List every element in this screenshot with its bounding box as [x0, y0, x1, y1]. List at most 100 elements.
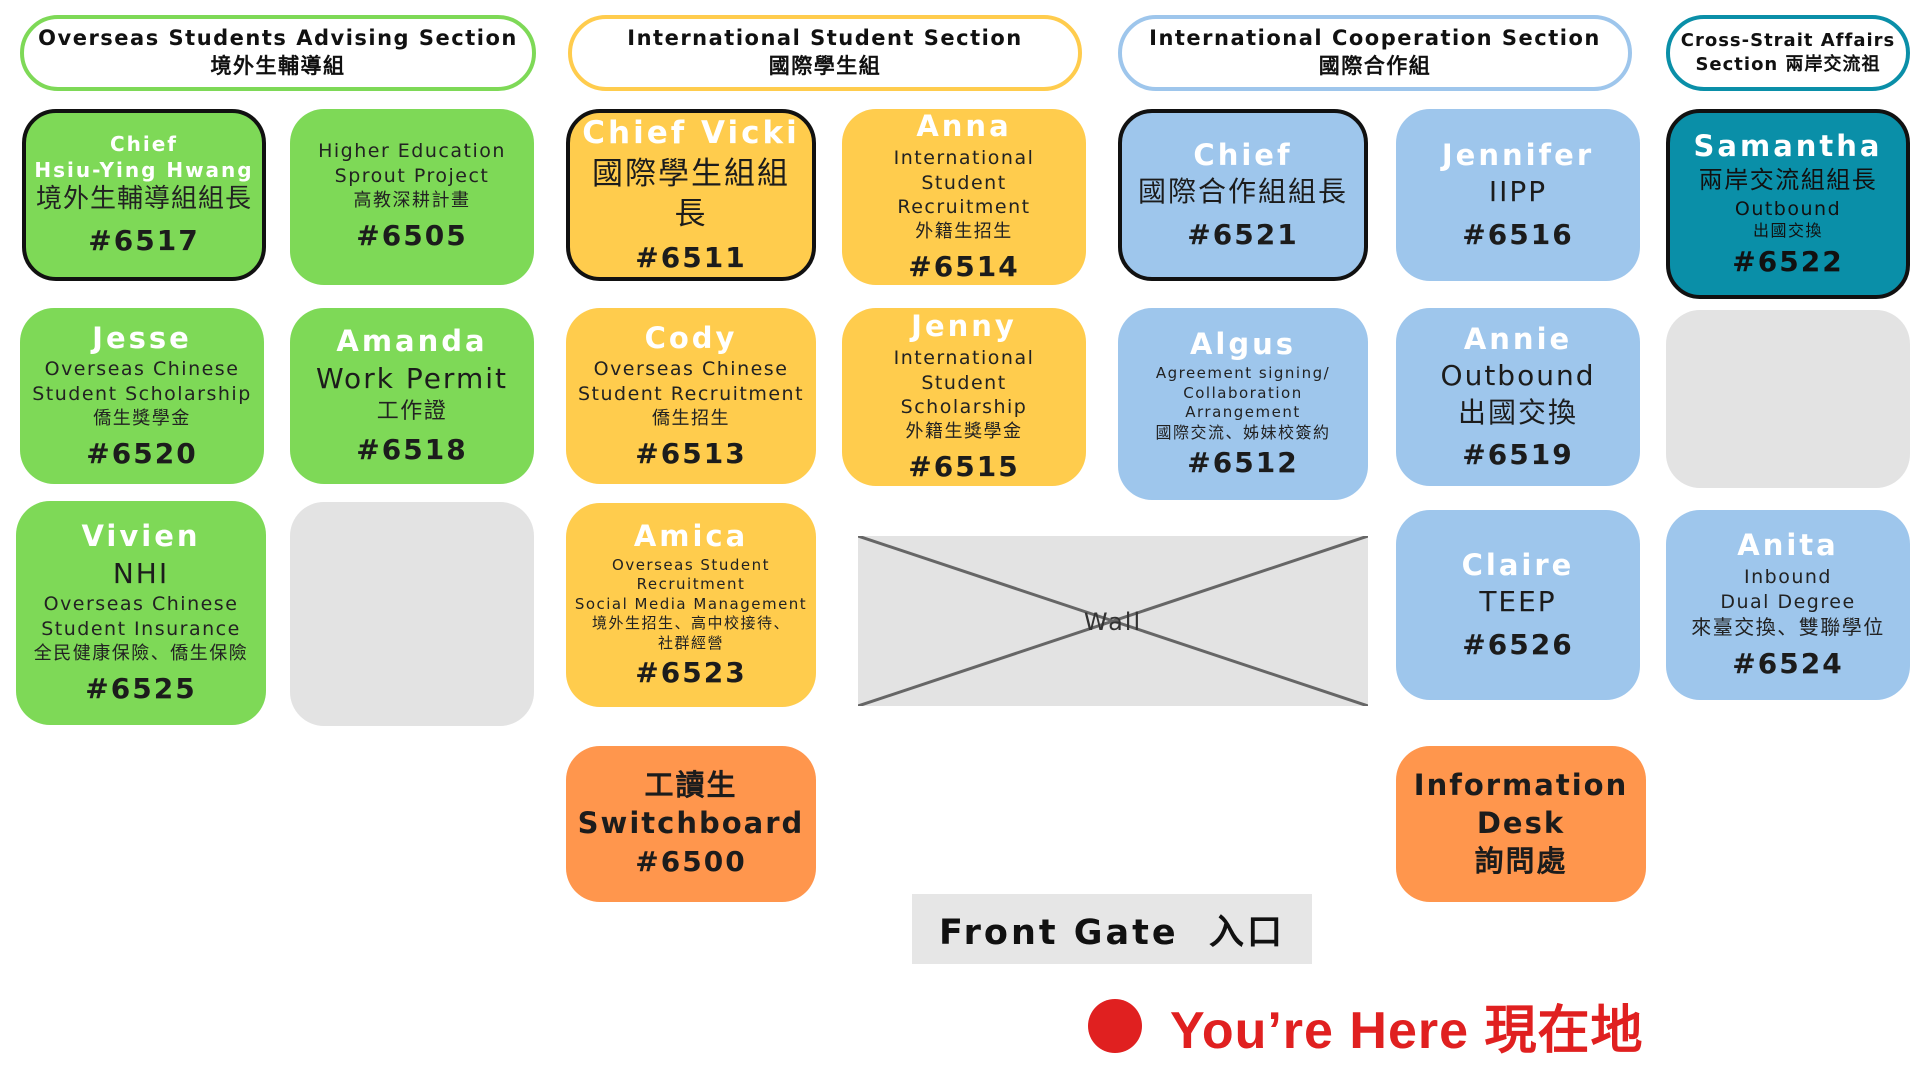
staff-role: Outbound [1734, 197, 1842, 220]
staff-role: Overseas Chinese [593, 358, 789, 381]
section-header-advising: Overseas Students Advising Section 境外生輔導… [20, 15, 536, 91]
staff-extension: #6511 [635, 241, 747, 275]
staff-role: Collaboration [1183, 383, 1303, 402]
staff-name: Algus [1189, 327, 1297, 362]
section-header-international: International Student Section 國際學生組 [568, 15, 1082, 91]
you-are-here-marker: You’re Here 現在地 [1088, 988, 1643, 1063]
staff-role-zh: 工作證 [376, 398, 448, 424]
front-gate: Front Gate 入口 [912, 894, 1312, 964]
staff-name: Chief Vicki [582, 115, 800, 152]
switchboard-zh: 工讀生 [644, 768, 738, 803]
staff-role: NHI [112, 557, 170, 591]
staff-role: Dual Degree [1720, 590, 1856, 613]
section-title-en: Cross-Strait Affairs [1680, 30, 1896, 52]
card-anita: Anita Inbound Dual Degree 來臺交換、雙聯學位 #652… [1666, 510, 1910, 700]
staff-role: Recruitment [636, 575, 746, 594]
staff-role: Student Insurance [41, 618, 241, 641]
staff-extension: #6518 [356, 433, 468, 467]
location-dot-icon [1088, 998, 1142, 1053]
staff-name: Amica [633, 519, 749, 554]
staff-role: Overseas Student [612, 555, 770, 574]
staff-role: Overseas Chinese [43, 593, 239, 616]
staff-extension: #6522 [1732, 244, 1844, 278]
staff-extension: #6516 [1462, 217, 1574, 251]
staff-role: Outbound [1440, 359, 1596, 393]
staff-role-zh: 社群經營 [657, 633, 724, 652]
staff-role: Student Scholarship [32, 382, 252, 405]
staff-extension: #6500 [635, 845, 747, 879]
staff-role: Social Media Management [574, 594, 808, 613]
section-title-en: Overseas Students Advising Section [38, 26, 518, 51]
staff-role-zh: 來臺交換、雙聯學位 [1691, 615, 1885, 640]
staff-name: Annie [1463, 321, 1573, 356]
card-hwang: Chief Hsiu-Ying Hwang 境外生輔導組組長 #6517 [22, 109, 266, 281]
staff-name: Claire [1461, 547, 1575, 582]
staff-role: 兩岸交流組組長 [1698, 166, 1878, 195]
staff-extension: #6524 [1732, 647, 1844, 681]
staff-role-zh: 外籍生招生 [915, 220, 1013, 242]
staff-role-zh: 外籍生獎學金 [905, 420, 1023, 442]
section-title-zh: 國際學生組 [768, 54, 882, 78]
staff-name: Chief [1193, 137, 1293, 172]
staff-extension: #6521 [1187, 217, 1299, 251]
staff-role-zh: 境外生招生、高中校接待、 [591, 614, 790, 633]
staff-role-zh: 僑生獎學金 [93, 407, 191, 429]
card-vicki: Chief Vicki 國際學生組組長 #6511 [566, 109, 816, 281]
staff-role: IIPP [1488, 175, 1548, 209]
staff-role: International Student [893, 146, 1035, 194]
wall-label: Wall [1083, 608, 1143, 636]
staff-extension: #6526 [1462, 627, 1574, 661]
card-jesse: Jesse Overseas Chinese Student Scholarsh… [20, 308, 264, 484]
section-header-cooperation: International Cooperation Section 國際合作組 [1118, 15, 1632, 91]
staff-name: Jenny [911, 309, 1017, 344]
staff-extension: #6515 [908, 450, 1020, 484]
card-samantha: Samantha 兩岸交流組組長 Outbound 出國交換 #6522 [1666, 109, 1910, 299]
card-coop-chief: Chief 國際合作組組長 #6521 [1118, 109, 1368, 281]
staff-name: Jennifer [1441, 137, 1595, 172]
staff-name: Cody [644, 320, 738, 355]
card-jenny: Jenny International Student Scholarship … [842, 308, 1086, 486]
staff-role: Agreement signing/ [1155, 364, 1331, 382]
front-gate-label: Front Gate 入口 [939, 912, 1285, 953]
staff-name: Jesse [92, 320, 192, 355]
project-zh: 高教深耕計畫 [353, 189, 471, 211]
wall-cross-lines [858, 536, 1368, 706]
section-title-zh: Section 兩岸交流祖 [1695, 54, 1881, 75]
staff-role: Scholarship [900, 396, 1028, 419]
wall-block: Wall [858, 536, 1368, 706]
section-title-en: International Cooperation Section [1149, 26, 1601, 51]
empty-desk [1666, 310, 1910, 488]
switchboard-label: Switchboard [577, 805, 805, 840]
card-amica: Amica Overseas Student Recruitment Socia… [566, 503, 816, 707]
project-role: Sprout Project [334, 165, 490, 188]
card-vivien: Vivien NHI Overseas Chinese Student Insu… [16, 501, 266, 725]
card-cody: Cody Overseas Chinese Student Recruitmen… [566, 308, 816, 484]
staff-role: 國際學生組組長 [592, 155, 790, 232]
info-desk-zh: 詢問處 [1474, 843, 1568, 878]
staff-name: Amanda [336, 324, 488, 359]
project-role: Higher Education [318, 140, 506, 163]
staff-extension: #6505 [356, 219, 468, 253]
staff-role-zh: 全民健康保險、僑生保險 [33, 642, 249, 664]
staff-extension: #6525 [85, 672, 197, 706]
staff-role: TEEP [1479, 585, 1557, 619]
staff-role: 境外生輔導組組長 [35, 183, 252, 214]
section-title-zh: 境外生輔導組 [210, 54, 346, 78]
card-amanda: Amanda Work Permit 工作證 #6518 [290, 308, 534, 484]
card-info-desk: Information Desk 詢問處 [1396, 746, 1646, 902]
staff-extension: #6517 [88, 223, 200, 257]
card-anna: Anna International Student Recruitment 外… [842, 109, 1086, 285]
card-claire: Claire TEEP #6526 [1396, 510, 1640, 700]
section-header-crossstrait: Cross-Strait Affairs Section 兩岸交流祖 [1666, 15, 1910, 91]
staff-name: Chief [109, 131, 179, 156]
staff-role-zh: 僑生招生 [652, 407, 730, 429]
staff-role-zh: 出國交換 [1457, 395, 1578, 429]
staff-extension: #6513 [635, 437, 747, 471]
staff-role-zh: 出國交換 [1752, 221, 1823, 241]
staff-role: 國際合作組組長 [1137, 175, 1348, 209]
card-jennifer: Jennifer IIPP #6516 [1396, 109, 1640, 281]
staff-extension: #6523 [635, 656, 747, 690]
staff-name: Anita [1737, 528, 1839, 563]
card-annie: Annie Outbound 出國交換 #6519 [1396, 308, 1640, 486]
section-title-en: International Student Section [627, 26, 1023, 51]
